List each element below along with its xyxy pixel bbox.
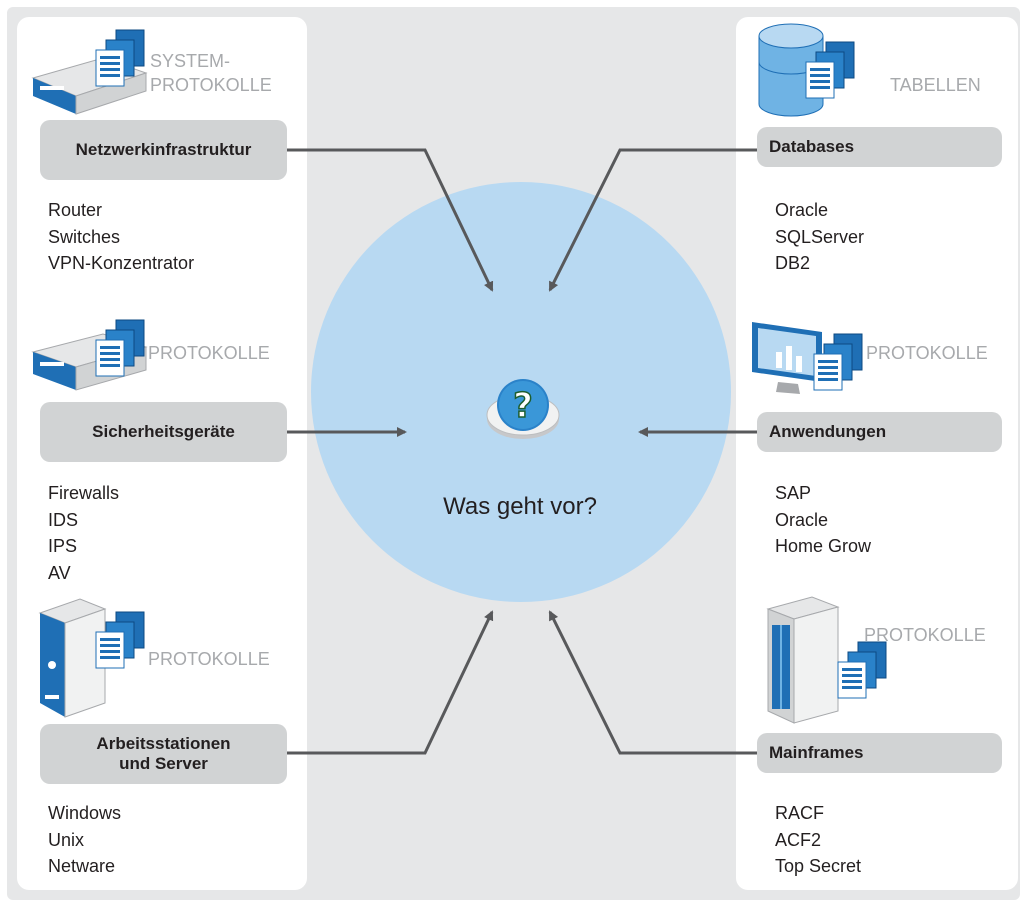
mainframe-icon [766,596,840,724]
workstations-title-line2: und Server [119,754,208,773]
applications-label-box: Anwendungen [757,412,1002,452]
arrow-workstations [287,610,494,755]
list-item: Unix [48,829,85,850]
log-documents-icon [95,319,145,377]
workstations-items: Windows Unix Netware [48,800,121,880]
security-tag: PROTOKOLLE [148,343,270,363]
server-tower-icon [38,598,107,718]
network-label-box: Netzwerkinfrastruktur [40,120,287,180]
workstations-title-line1: Arbeitsstationen [96,734,231,753]
monitor-chart-icon [752,322,822,394]
workstations-tag: PROTOKOLLE [148,649,270,669]
databases-items: Oracle SQLServer DB2 [775,197,864,277]
center-caption: Was geht vor? [443,493,597,520]
list-item: IPS [48,536,78,556]
log-documents-icon [837,641,887,699]
list-item: Home Grow [775,536,872,556]
network-tag-line2: PROTOKOLLE [150,75,272,95]
list-item: Netware [48,856,116,876]
network-items: Router Switches VPN-Konzentrator [48,197,194,277]
log-documents-icon [95,611,145,669]
databases-label-box: Databases [757,127,1002,167]
list-item: Top Secret [775,856,862,876]
mainframes-label-box: Mainframes [757,733,1002,773]
list-item: VPN-Konzentrator [48,253,195,273]
workstations-label-box: Arbeitsstationen und Server [40,724,287,784]
list-item: SAP [775,483,812,503]
security-label-box: Sicherheitsgeräte [40,402,287,462]
mainframes-tag: PROTOKOLLE [864,625,986,645]
arrow-databases [548,148,757,292]
list-item: Firewalls [48,483,120,503]
list-item: Oracle [775,200,829,220]
question-mark-icon: ? [486,379,560,439]
list-item: AV [48,562,71,583]
log-documents-icon [813,333,863,391]
databases-tag: TABELLEN [890,75,981,95]
network-tag-line1: SYSTEM- [150,51,231,71]
log-documents-icon [95,29,145,87]
databases-title: Databases [769,137,855,156]
applications-title: Anwendungen [769,422,887,441]
mainframes-title: Mainframes [769,743,864,762]
list-item: ACF2 [775,829,822,850]
list-item: RACF [775,803,824,823]
list-item: Switches [48,226,121,247]
list-item: DB2 [775,253,811,273]
arrow-mainframes [548,610,757,755]
list-item: Windows [48,803,122,823]
network-title: Netzwerkinfrastruktur [75,140,252,159]
list-item: Router [48,200,103,220]
applications-items: SAP Oracle Home Grow [775,480,871,560]
security-items: Firewalls IDS IPS AV [48,480,119,586]
mainframes-items: RACF ACF2 Top Secret [775,800,861,880]
log-documents-icon [805,41,855,99]
svg-text:?: ? [513,386,533,426]
list-item: SQLServer [775,226,865,247]
arrow-network [287,148,494,292]
list-item: Oracle [775,509,829,530]
applications-tag: PROTOKOLLE [866,343,988,363]
security-title: Sicherheitsgeräte [92,422,235,441]
list-item: IDS [48,509,79,530]
